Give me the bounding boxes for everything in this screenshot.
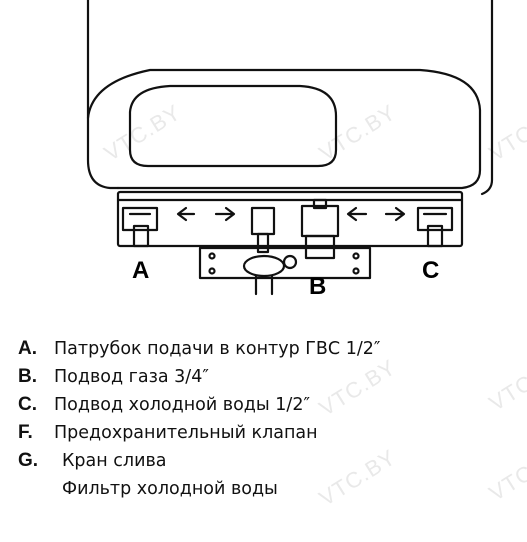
legend-text: Подвод холодной воды 1/2″ bbox=[54, 395, 310, 415]
cold-water-inlet-fitting bbox=[416, 206, 454, 248]
legend-text: Фильтр холодной воды bbox=[62, 479, 278, 499]
legend-item-c: C. Подвод холодной воды 1/2″ bbox=[18, 391, 518, 419]
display-window bbox=[128, 84, 338, 168]
legend-key: F. bbox=[18, 422, 33, 443]
hot-water-outlet-fitting bbox=[121, 206, 159, 248]
base-panel bbox=[116, 190, 464, 248]
legend-item-b: B. Подвод газа 3/4″ bbox=[18, 363, 518, 391]
appliance-body-outline bbox=[86, 0, 120, 190]
arrow-right bbox=[214, 206, 236, 222]
legend-text: Патрубок подачи в контур ГВС 1/2″ bbox=[54, 339, 381, 359]
gas-inlet-fitting bbox=[300, 198, 340, 260]
appliance-body-outline-right bbox=[480, 0, 494, 196]
legend-text: Предохранительный клапан bbox=[54, 423, 318, 443]
heater-connection-diagram: A B C bbox=[86, 0, 494, 300]
legend-item-a: A. Патрубок подачи в контур ГВС 1/2″ bbox=[18, 335, 518, 363]
legend: A. Патрубок подачи в контур ГВС 1/2″ B. По… bbox=[18, 335, 518, 503]
arrow-left bbox=[176, 206, 196, 222]
legend-text: Подвод газа 3/4″ bbox=[54, 367, 209, 387]
legend-key: G. bbox=[18, 450, 39, 471]
legend-item-g: G. Кран слива bbox=[18, 447, 518, 475]
arrow-right bbox=[384, 206, 406, 222]
legend-item-f: F. Предохранительный клапан bbox=[18, 419, 518, 447]
label-c: C bbox=[422, 257, 439, 284]
arrow-left bbox=[346, 206, 368, 222]
safety-valve-drain-fitting bbox=[242, 206, 298, 296]
label-a: A bbox=[132, 257, 149, 284]
mounting-bracket bbox=[198, 246, 372, 280]
legend-item-extra: Фильтр холодной воды bbox=[18, 475, 518, 503]
legend-key: B. bbox=[18, 366, 37, 387]
legend-key: A. bbox=[18, 338, 37, 359]
label-b: B bbox=[309, 273, 326, 300]
legend-key: C. bbox=[18, 394, 37, 415]
front-cover-outline bbox=[86, 68, 482, 190]
legend-text: Кран слива bbox=[62, 451, 167, 471]
